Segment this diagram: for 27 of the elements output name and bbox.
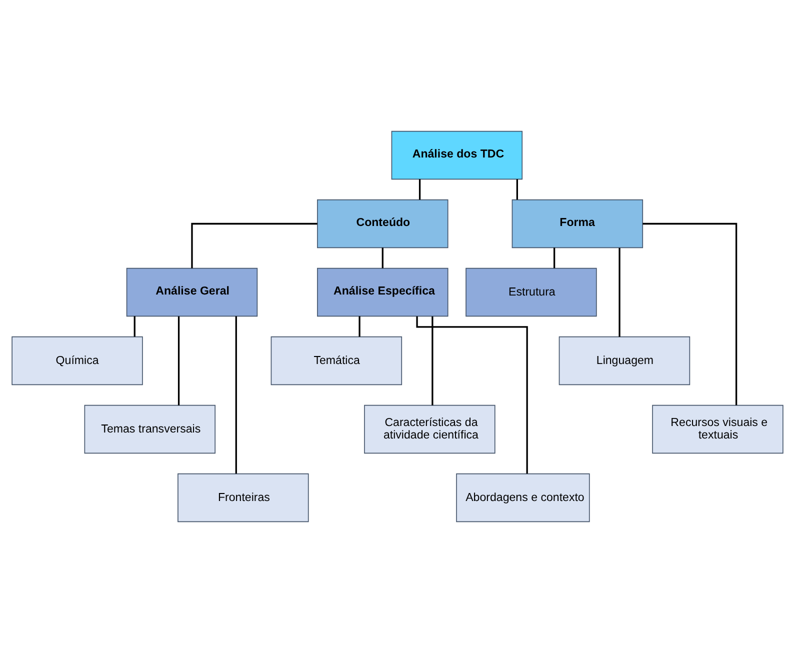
node-box: Abordagens e contexto	[456, 472, 590, 522]
node-box: Química	[12, 336, 143, 385]
connector	[642, 222, 738, 405]
connector	[432, 316, 434, 405]
node-box: Recursos visuais e textuais	[652, 404, 784, 454]
node-box: Análise Específica	[317, 267, 448, 316]
connector	[358, 316, 360, 336]
node-box: Fronteiras	[178, 472, 309, 522]
connector	[191, 222, 318, 268]
connector	[134, 316, 136, 336]
node-box: Temática	[270, 336, 402, 385]
node-box: Características da atividade científica	[364, 404, 496, 454]
node-box: Forma	[512, 198, 644, 248]
connector	[618, 247, 620, 336]
connector	[554, 247, 556, 268]
node-box: Linguagem	[558, 336, 690, 385]
node-box: Temas transversais	[84, 404, 216, 454]
connector	[418, 178, 421, 200]
connector	[178, 316, 180, 405]
node-box: Conteúdo	[317, 198, 448, 248]
node-box: Estrutura	[466, 267, 597, 316]
connector	[416, 316, 528, 474]
node-box: Análise Geral	[126, 267, 258, 316]
node-box: Análise dos TDC	[391, 130, 523, 180]
connector	[235, 316, 237, 474]
connector	[382, 247, 384, 268]
connector	[516, 178, 518, 200]
